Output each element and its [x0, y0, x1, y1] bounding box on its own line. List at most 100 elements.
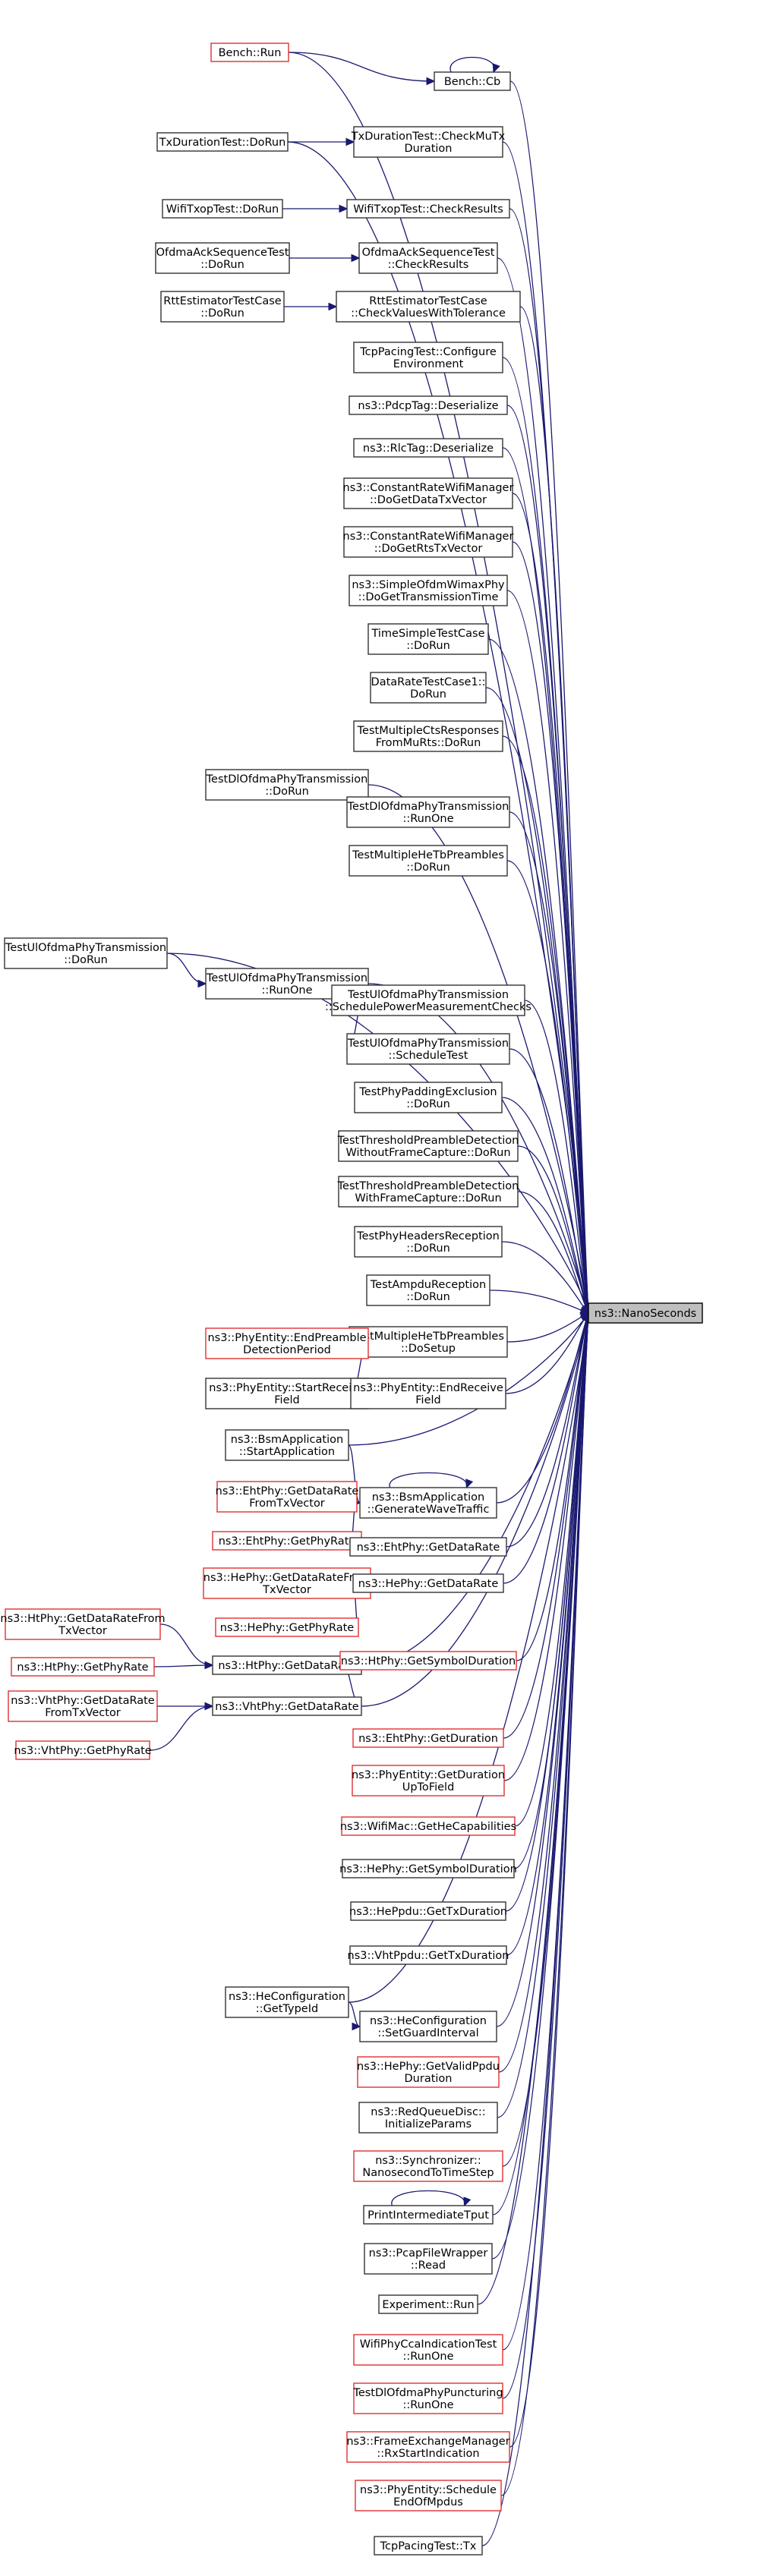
- node-thresh-with[interactable]: TestThresholdPreambleDetectionWithFrameC…: [337, 1176, 519, 1208]
- edge-hecfg-typeid-to-nano: [348, 1313, 588, 2003]
- node-he-symdur[interactable]: ns3::HePhy::GetSymbolDuration: [339, 1859, 517, 1878]
- node-label: ::RunOne: [402, 2399, 453, 2411]
- node-label: ::RunOne: [261, 984, 312, 997]
- node-vht-getdatarate[interactable]: ns3::VhtPhy::GetDataRate: [212, 1696, 362, 1716]
- node-label: ns3::VhtPpdu::GetTxDuration: [348, 1950, 509, 1962]
- node-endpreamble[interactable]: ns3::PhyEntity::EndPreambleDetectionPeri…: [205, 1327, 369, 1359]
- node-box: [350, 1378, 506, 1409]
- node-ulofdma-sched-pm[interactable]: TestUlOfdmaPhyTransmission::SchedulePowe…: [325, 984, 531, 1016]
- node-phyheaders[interactable]: TestPhyHeadersReception::DoRun: [354, 1226, 503, 1258]
- node-box: [352, 1728, 504, 1748]
- node-ofdma-dorun[interactable]: OfdmaAckSequenceTest::DoRun: [155, 242, 290, 274]
- node-label: ns3::HtPhy::GetSymbolDuration: [341, 1655, 516, 1667]
- node-timesimple[interactable]: TimeSimpleTestCase::DoRun: [367, 623, 489, 655]
- edge-ht-getphyrate-to-ht-getdatarate: [153, 1665, 213, 1667]
- node-hecfg-setgi[interactable]: ns3::HeConfiguration::SetGuardInterval: [359, 2011, 497, 2042]
- node-ulofdma-runone[interactable]: TestUlOfdmaPhyTransmission::RunOne: [205, 968, 369, 1000]
- node-label: RttEstimatorTestCase: [369, 295, 487, 307]
- node-dlofdma-runone[interactable]: TestDlOfdmaPhyTransmission::RunOne: [346, 796, 510, 828]
- node-ulofdma-dorun[interactable]: TestUlOfdmaPhyTransmission::DoRun: [4, 937, 168, 969]
- node-vhtppdu-txdur[interactable]: ns3::VhtPpdu::GetTxDuration: [348, 1945, 509, 1965]
- node-box: [357, 2056, 500, 2088]
- node-label: DetectionPeriod: [243, 1344, 331, 1356]
- node-eht-getphyrate[interactable]: ns3::EhtPhy::GetPhyRate: [212, 1531, 362, 1551]
- node-synchronizer[interactable]: ns3::Synchronizer::NanosecondToTimeStep: [353, 2150, 503, 2182]
- node-box: [378, 2294, 478, 2314]
- node-crwm-rts[interactable]: ns3::ConstantRateWifiManager::DoGetRtsTx…: [343, 526, 514, 558]
- node-box: [353, 342, 503, 373]
- node-eht-getdatarate[interactable]: ns3::EhtPhy::GetDataRate: [349, 1537, 507, 1557]
- node-ht-symdur[interactable]: ns3::HtPhy::GetSymbolDuration: [339, 1651, 517, 1671]
- node-rtt-check[interactable]: RttEstimatorTestCase::CheckValuesWithTol…: [336, 291, 521, 323]
- node-ulofdma-sched-test[interactable]: TestUlOfdmaPhyTransmission::ScheduleTest: [346, 1033, 510, 1065]
- node-rlc[interactable]: ns3::RlcTag::Deserialize: [353, 438, 503, 458]
- node-wifimac-hecap[interactable]: ns3::WifiMac::GetHeCapabilities: [340, 1816, 516, 1836]
- node-ampdu[interactable]: TestAmpduReception::DoRun: [366, 1274, 490, 1306]
- node-box: [160, 291, 285, 323]
- node-pcap-read[interactable]: ns3::PcapFileWrapper::Read: [364, 2243, 493, 2275]
- node-phypadding[interactable]: TestPhyPaddingExclusion::DoRun: [354, 1082, 503, 1113]
- node-txdur-dorun[interactable]: TxDurationTest::DoRun: [156, 132, 289, 152]
- node-crwm-data[interactable]: ns3::ConstantRateWifiManager::DoGetDataT…: [343, 477, 514, 509]
- node-ofdma-check[interactable]: OfdmaAckSequenceTest::CheckResults: [358, 242, 498, 274]
- node-dlpunct-runone[interactable]: TestDlOfdmaPhyPuncturing::RunOne: [352, 2382, 503, 2414]
- edge-bench-cb-to-bench-cb: [449, 56, 494, 73]
- node-label: Environment: [393, 358, 464, 370]
- node-label: ns3::RedQueueDisc::: [371, 2106, 485, 2118]
- node-label: TestThresholdPreambleDetection: [337, 1180, 519, 1192]
- edge-printtput-to-printtput: [391, 2190, 465, 2206]
- edge-bsm-start-to-bsm-gen: [348, 1444, 360, 1503]
- node-he-getdatarate[interactable]: ns3::HePhy::GetDataRate: [352, 1573, 504, 1593]
- node-bsm-gen[interactable]: ns3::BsmApplication::GenerateWaveTraffic: [359, 1487, 497, 1519]
- node-ht-getdatarate[interactable]: ns3::HtPhy::GetDataRate: [212, 1655, 362, 1675]
- node-thresh-without[interactable]: TestThresholdPreambleDetectionWithoutFra…: [337, 1130, 519, 1162]
- node-label: TestUlOfdmaPhyTransmission: [206, 972, 367, 984]
- node-ht-getphyrate[interactable]: ns3::HtPhy::GetPhyRate: [11, 1657, 155, 1677]
- node-redqueue[interactable]: ns3::RedQueueDisc::InitializeParams: [358, 2102, 498, 2134]
- edge-ht-getdrtx-to-ht-getdatarate: [159, 1623, 213, 1665]
- node-bench-run[interactable]: Bench::Run: [210, 43, 289, 62]
- node-bench-cb[interactable]: Bench::Cb: [434, 71, 511, 91]
- node-rtt-dorun[interactable]: RttEstimatorTestCase::DoRun: [160, 291, 285, 323]
- node-label: FromMuRts::DoRun: [376, 737, 481, 749]
- node-heppdu-txdur[interactable]: ns3::HePpdu::GetTxDuration: [349, 1901, 507, 1921]
- node-label: ns3::BsmApplication: [231, 1434, 343, 1446]
- node-multihetb-setup[interactable]: TestMultipleHeTbPreambles::DoSetup: [349, 1326, 508, 1358]
- node-txop-dorun[interactable]: WifiTxopTest::DoRun: [162, 199, 283, 219]
- node-nano[interactable]: ns3::NanoSeconds: [588, 1302, 703, 1324]
- node-experiment-run[interactable]: Experiment::Run: [378, 2294, 478, 2314]
- node-hecfg-typeid[interactable]: ns3::HeConfiguration::GetTypeId: [225, 1986, 349, 2018]
- node-label: ::DoGetDataTxVector: [370, 494, 487, 506]
- node-cca-runone[interactable]: WifiPhyCcaIndicationTest::RunOne: [353, 2334, 503, 2366]
- node-box: [353, 438, 503, 458]
- node-pdcp[interactable]: ns3::PdcpTag::Deserialize: [349, 395, 508, 415]
- node-wimax[interactable]: ns3::SimpleOfdmWimaxPhy::DoGetTransmissi…: [349, 575, 508, 606]
- node-label: TestDlOfdmaPhyPuncturing: [352, 2387, 503, 2399]
- node-tcppacing-tx[interactable]: TcpPacingTest::Tx: [374, 2536, 483, 2556]
- node-fem-rxstart[interactable]: ns3::FrameExchangeManager::RxStartIndica…: [346, 2431, 510, 2463]
- node-eht-getduration[interactable]: ns3::EhtPhy::GetDuration: [352, 1728, 504, 1748]
- node-he-getphyrate[interactable]: ns3::HePhy::GetPhyRate: [215, 1617, 359, 1637]
- node-printtput[interactable]: PrintIntermediateTput: [363, 2205, 494, 2225]
- node-box: [349, 1537, 507, 1557]
- node-multihetb-dorun[interactable]: TestMultipleHeTbPreambles::DoRun: [349, 845, 508, 877]
- node-label: ns3::HePpdu::GetTxDuration: [349, 1906, 507, 1918]
- node-vht-getphyrate[interactable]: ns3::VhtPhy::GetPhyRate: [14, 1740, 152, 1760]
- node-dlofdma-dorun[interactable]: TestDlOfdmaPhyTransmission::DoRun: [205, 769, 369, 801]
- node-bsm-start[interactable]: ns3::BsmApplication::StartApplication: [225, 1429, 349, 1461]
- node-datarate[interactable]: DataRateTestCase1::DoRun: [370, 672, 487, 704]
- node-txop-check[interactable]: WifiTxopTest::CheckResults: [346, 199, 510, 219]
- node-label: ::DoGetTransmissionTime: [358, 591, 499, 603]
